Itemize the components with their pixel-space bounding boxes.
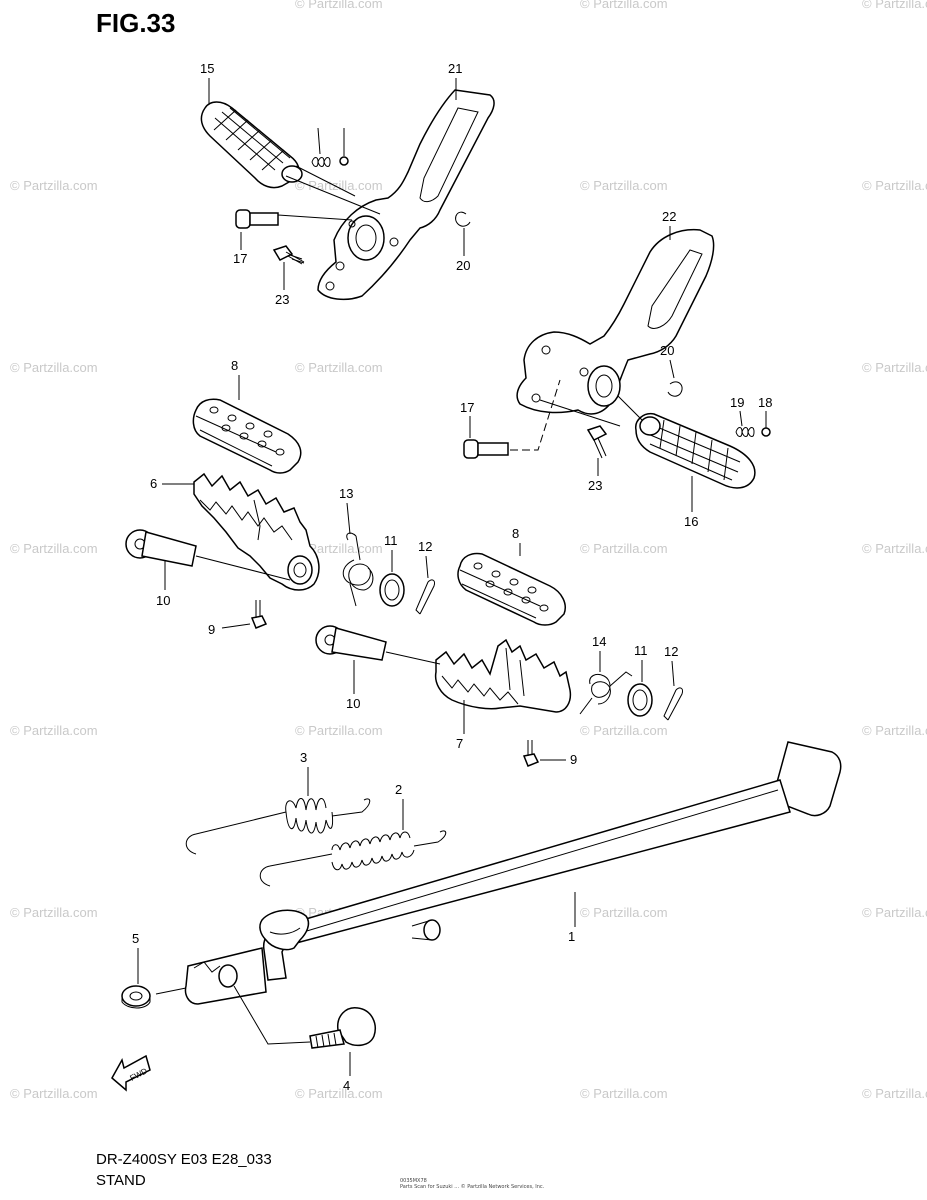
clip-20-top[interactable] <box>455 211 471 227</box>
footer-note: 0035MX78 Parts Scan for Suzuki ... © Par… <box>400 1178 544 1190</box>
callout-10: 10 <box>156 593 170 608</box>
watermark: © Partzilla.com <box>580 1086 668 1101</box>
callout-11: 11 <box>384 533 398 548</box>
watermark: © Partzilla.com <box>862 723 927 738</box>
callout-3: 3 <box>300 750 307 765</box>
watermark: © Partzilla.com <box>10 1086 98 1101</box>
callout-18: 18 <box>758 395 772 410</box>
callout-20: 20 <box>456 258 470 273</box>
callout-7: 7 <box>456 736 463 751</box>
footrest-16[interactable] <box>635 412 756 489</box>
callout-1: 1 <box>568 929 575 944</box>
callout-8: 8 <box>512 526 519 541</box>
watermark: © Partzilla.com <box>862 178 927 193</box>
watermark: © Partzilla.com <box>862 1086 927 1101</box>
callout-6: 6 <box>150 476 157 491</box>
callout-13: 13 <box>339 486 353 501</box>
watermark: © Partzilla.com <box>10 360 98 375</box>
footrest-bracket-21[interactable] <box>317 89 495 301</box>
nut-5[interactable] <box>121 985 151 1009</box>
spring-19-top[interactable] <box>311 157 331 167</box>
diagram-code: DR-Z400SY E03 E28_033 <box>96 1151 272 1168</box>
watermark: © Partzilla.com <box>10 178 98 193</box>
clip-20-right[interactable] <box>667 381 683 397</box>
watermark: © Partzilla.com <box>862 0 927 11</box>
callout-9: 9 <box>570 752 577 767</box>
callout-23: 23 <box>275 292 289 307</box>
spring-3[interactable] <box>185 798 371 855</box>
bolt-9-left[interactable] <box>250 600 268 629</box>
spring-13[interactable] <box>342 532 374 607</box>
bolt-4[interactable] <box>309 1007 376 1049</box>
callout-5: 5 <box>132 931 139 946</box>
watermark: © Partzilla.com <box>580 0 668 11</box>
callout-21: 21 <box>448 61 462 76</box>
callout-11: 11 <box>634 643 648 658</box>
figure-title: FIG.33 <box>96 8 176 38</box>
footrest-15[interactable] <box>200 101 303 189</box>
footrest-bracket-22[interactable] <box>516 228 715 415</box>
callout-14: 14 <box>592 634 606 649</box>
side-stand-1[interactable] <box>259 741 842 981</box>
spring-2[interactable] <box>259 830 447 887</box>
footpeg-rubber-8-center[interactable] <box>457 552 566 626</box>
watermark: © Partzilla.com <box>295 1086 383 1101</box>
watermark: © Partzilla.com <box>862 541 927 556</box>
cotter-pin-12-center[interactable] <box>663 687 683 721</box>
callout-17: 17 <box>233 251 247 266</box>
callout-2: 2 <box>395 782 402 797</box>
spring-14[interactable] <box>579 671 633 715</box>
fwd-arrow-icon: FWD <box>111 1054 151 1092</box>
watermark: © Partzilla.com <box>580 905 668 920</box>
footpeg-6[interactable] <box>193 472 320 591</box>
ball-18-right[interactable] <box>761 427 771 437</box>
watermark: © Partzilla.com <box>10 723 98 738</box>
ball-18-top[interactable] <box>339 156 349 166</box>
watermark: © Partzilla.com <box>10 541 98 556</box>
diagram-name: STAND <box>96 1172 146 1189</box>
stand-pivot[interactable] <box>184 947 267 1005</box>
callout-8: 8 <box>231 358 238 373</box>
callout-22: 22 <box>662 209 676 224</box>
watermark: © Partzilla.com <box>580 723 668 738</box>
bolt-23-top[interactable] <box>272 245 305 265</box>
watermark: © Partzilla.com <box>295 0 383 11</box>
footer-note-line: Parts Scan for Suzuki ... © Partzilla Ne… <box>400 1184 545 1190</box>
watermark: © Partzilla.com <box>862 360 927 375</box>
watermark: © Partzilla.com <box>295 360 383 375</box>
callout-15: 15 <box>200 61 214 76</box>
washer-11-center[interactable] <box>627 683 653 717</box>
callout-23: 23 <box>588 478 602 493</box>
pin-10-left[interactable] <box>125 529 197 567</box>
bolt-17-top[interactable] <box>235 209 279 229</box>
cotter-pin-12-left[interactable] <box>415 579 435 615</box>
callout-4: 4 <box>343 1078 350 1093</box>
callout-19: 19 <box>730 395 744 410</box>
pin-10-center[interactable] <box>315 625 387 661</box>
watermark-layer: © Partzilla.com © Partzilla.com © Partzi… <box>10 0 927 1101</box>
callout-12: 12 <box>664 644 678 659</box>
bolt-9-center[interactable] <box>522 740 540 767</box>
callout-10: 10 <box>346 696 360 711</box>
footpeg-rubber-8-left[interactable] <box>192 398 302 474</box>
callout-12: 12 <box>418 539 432 554</box>
washer-11-left[interactable] <box>379 573 405 607</box>
callout-20: 20 <box>660 343 674 358</box>
callout-16: 16 <box>684 514 698 529</box>
watermark: © Partzilla.com <box>295 541 383 556</box>
footpeg-7[interactable] <box>434 638 572 713</box>
watermark: © Partzilla.com <box>580 541 668 556</box>
bolt-23-right[interactable] <box>586 425 608 459</box>
footer-note-line: 0035MX78 <box>400 1178 427 1184</box>
spring-19-right[interactable] <box>735 427 755 437</box>
bolt-17-right[interactable] <box>463 439 509 459</box>
watermark: © Partzilla.com <box>295 178 383 193</box>
callout-9: 9 <box>208 622 215 637</box>
watermark: © Partzilla.com <box>295 723 383 738</box>
watermark: © Partzilla.com <box>10 905 98 920</box>
callout-17: 17 <box>460 400 474 415</box>
watermark: © Partzilla.com <box>862 905 927 920</box>
watermark: © Partzilla.com <box>580 178 668 193</box>
